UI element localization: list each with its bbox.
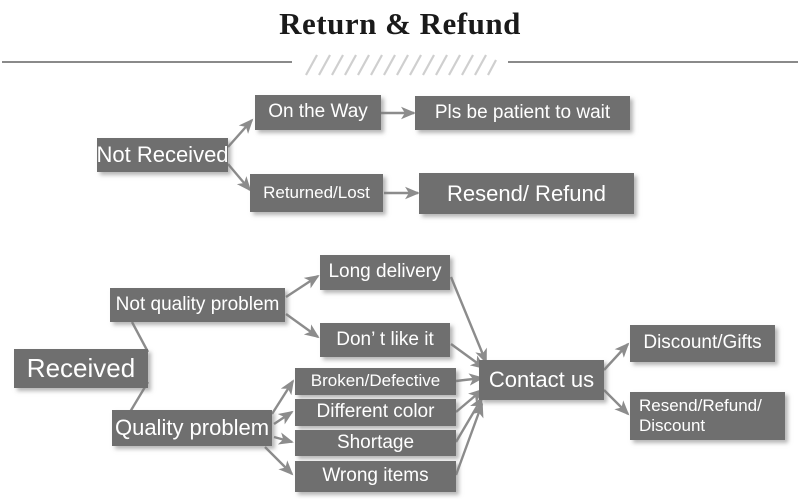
header-divider bbox=[0, 52, 800, 78]
node-resend-refund-discount[interactable]: Resend/Refund/ Discount bbox=[630, 392, 785, 440]
page-title: Return & Refund bbox=[279, 6, 521, 41]
node-long-delivery[interactable]: Long delivery bbox=[320, 255, 450, 290]
node-broken-defective[interactable]: Broken/Defective bbox=[295, 368, 456, 395]
node-contact-us[interactable]: Contact us bbox=[479, 360, 604, 400]
node-pls-be-patient-to-wait[interactable]: Pls be patient to wait bbox=[415, 96, 630, 130]
node-wrong-items[interactable]: Wrong items bbox=[295, 461, 456, 492]
node-on-the-way[interactable]: On the Way bbox=[255, 95, 381, 130]
divider-rule-right bbox=[508, 61, 798, 63]
node-different-color[interactable]: Different color bbox=[295, 399, 456, 426]
node-dont-like-it[interactable]: Don’ t like it bbox=[320, 323, 450, 357]
node-not-quality-problem[interactable]: Not quality problem bbox=[110, 288, 285, 322]
node-returned-lost[interactable]: Returned/Lost bbox=[250, 174, 383, 212]
node-shortage[interactable]: Shortage bbox=[295, 430, 456, 456]
divider-rule-left bbox=[2, 61, 292, 63]
node-discount-gifts[interactable]: Discount/Gifts bbox=[630, 325, 775, 362]
node-received[interactable]: Received bbox=[14, 349, 148, 388]
node-not-received[interactable]: Not Received bbox=[96, 138, 229, 172]
node-quality-problem[interactable]: Quality problem bbox=[112, 410, 272, 446]
diagonal-hatch-divider-icon bbox=[305, 54, 497, 76]
node-resend-refund[interactable]: Resend/ Refund bbox=[419, 173, 634, 214]
